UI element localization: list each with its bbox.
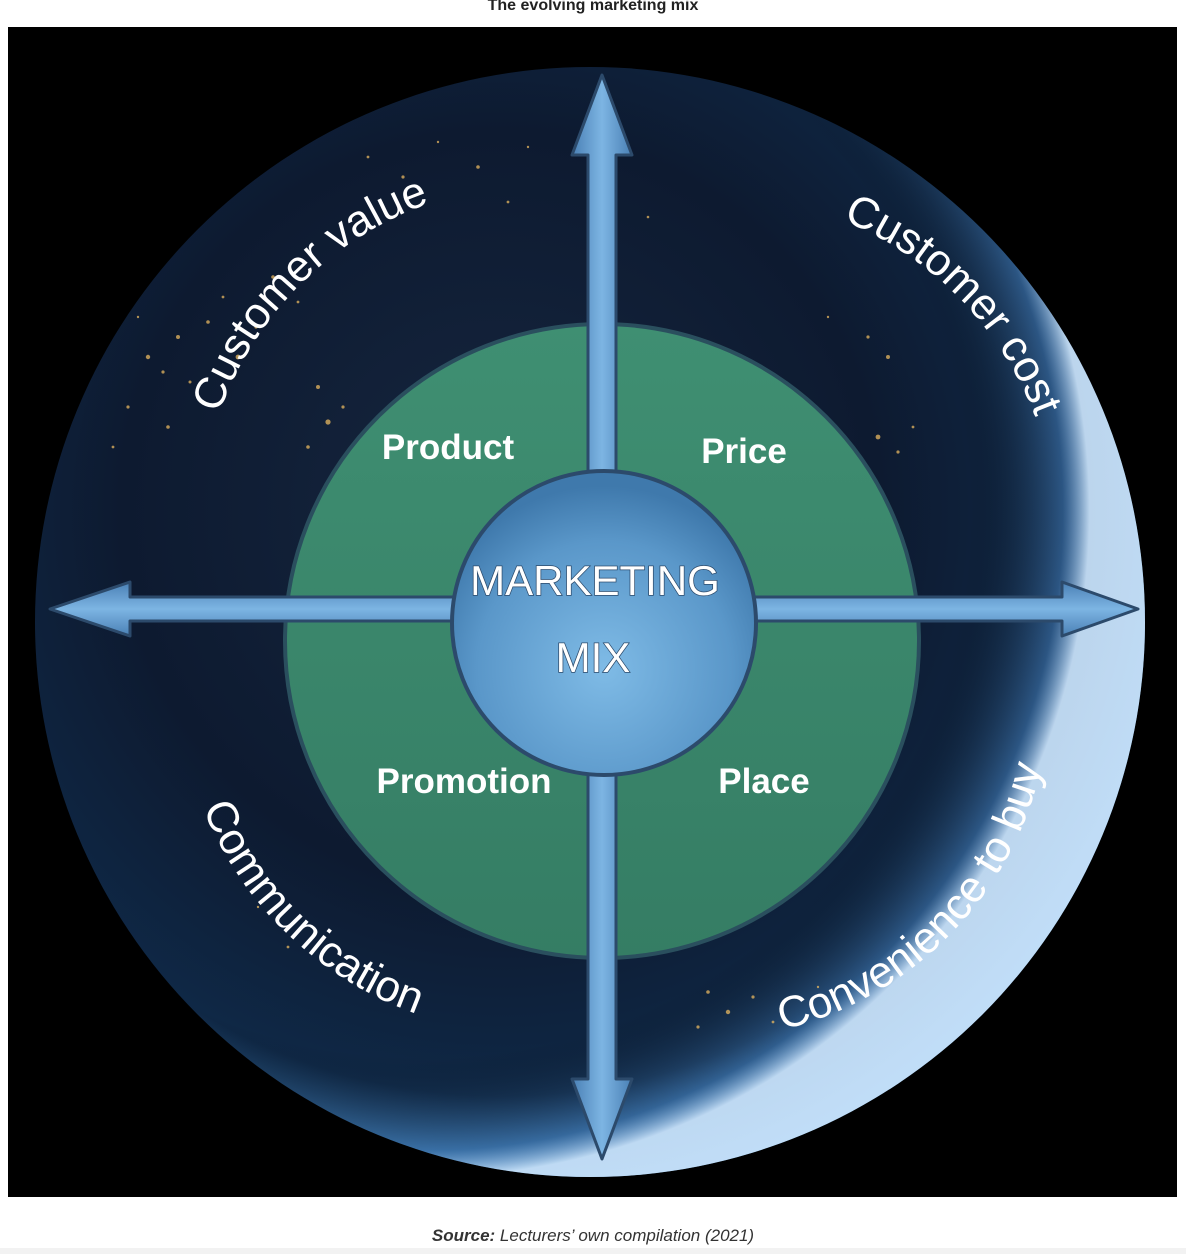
diagram-canvas: MARKETING MIX Product Price Promotion Pl… [35, 67, 1145, 1177]
marketing-mix-diagram: MARKETING MIX Product Price Promotion Pl… [8, 27, 1177, 1197]
quadrant-label-price: Price [701, 432, 787, 471]
source-text: Lecturers’ own compilation (2021) [495, 1226, 755, 1245]
center-label-line1: MARKETING [470, 557, 720, 604]
source-caption: Source: Lecturers’ own compilation (2021… [0, 1226, 1186, 1246]
city-lights [111, 140, 915, 1029]
center-label-line2: MIX [556, 634, 631, 681]
quadrant-label-product: Product [382, 428, 515, 467]
quadrant-label-promotion: Promotion [377, 762, 552, 801]
figure-title: The evolving marketing mix [487, 0, 699, 14]
source-label: Source: [431, 1226, 496, 1245]
bottom-strip [0, 1248, 1186, 1254]
quadrant-label-place: Place [718, 762, 809, 801]
center-circle [450, 469, 758, 777]
